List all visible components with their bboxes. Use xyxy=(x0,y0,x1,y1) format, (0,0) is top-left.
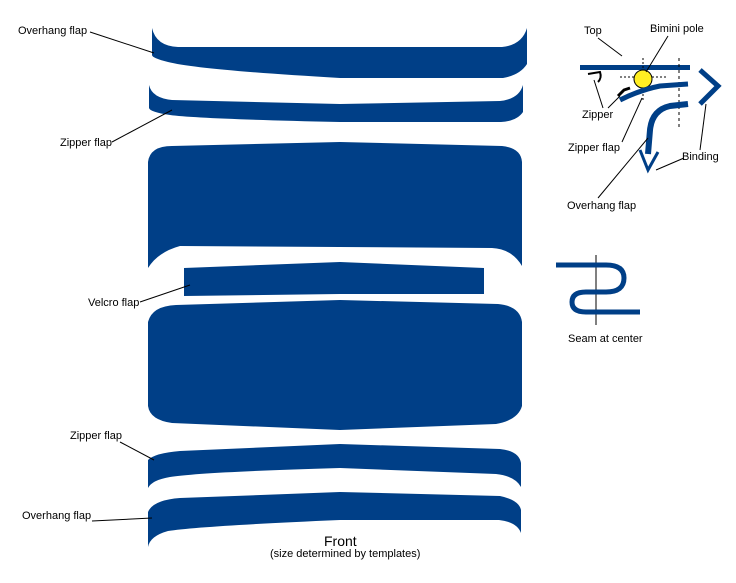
caption-title: Front xyxy=(324,533,357,549)
seam-fabric-path xyxy=(556,262,640,315)
zipper-flap-bottom-piece xyxy=(148,444,521,488)
overhang-flap-top-piece xyxy=(152,28,527,78)
detail-binding xyxy=(698,68,722,106)
main-panel-lower xyxy=(148,300,522,430)
label-velcro-flap: Velcro flap xyxy=(88,297,140,309)
leader-detail-top xyxy=(597,37,623,57)
leader-detail-overhang-flap xyxy=(597,137,649,199)
leader-detail-bimini xyxy=(645,35,669,73)
leader-zipper-top xyxy=(111,109,173,143)
cross-section-detail xyxy=(580,35,722,199)
zipper-left-piece xyxy=(587,70,602,83)
detail-label-binding: Binding xyxy=(682,151,719,163)
label-zipper-flap-top: Zipper flap xyxy=(60,137,112,149)
seam-label: Seam at center xyxy=(568,333,643,345)
leader-overhang-top xyxy=(89,31,155,54)
label-overhang-flap-bottom: Overhang flap xyxy=(22,510,92,522)
detail-overhang-flap xyxy=(645,101,689,155)
main-panel-upper xyxy=(148,142,522,268)
detail-label-zipper-flap: Zipper flap xyxy=(568,142,620,154)
zipper-flap-top-piece xyxy=(149,85,523,122)
detail-label-bimini-pole: Bimini pole xyxy=(650,23,704,35)
label-zipper-flap-bottom: Zipper flap xyxy=(70,430,122,442)
bimini-pole-circle xyxy=(633,69,653,89)
leader-detail-binding-b xyxy=(655,157,685,171)
detail-zipper-flap xyxy=(618,81,689,103)
velcro-flap-piece xyxy=(184,262,484,296)
leader-overhang-bottom xyxy=(91,517,153,522)
zipper-right-piece xyxy=(616,86,631,98)
leader-detail-zipper-b xyxy=(607,95,621,109)
detail-overhang-arrowhead xyxy=(638,149,660,174)
detail-label-top: Top xyxy=(584,25,602,37)
detail-label-overhang-flap: Overhang flap xyxy=(567,200,637,212)
leader-detail-binding xyxy=(699,103,707,151)
label-overhang-flap-top: Overhang flap xyxy=(18,25,88,37)
leader-zipper-bottom xyxy=(119,441,155,461)
caption-subtitle: (size determined by templates) xyxy=(270,548,421,560)
overhang-flap-bottom-piece xyxy=(148,492,521,547)
leader-velcro xyxy=(139,284,191,303)
leader-detail-zipper-flap xyxy=(621,97,643,143)
detail-top-fabric xyxy=(580,65,690,70)
detail-label-zipper: Zipper xyxy=(582,109,614,121)
seam-detail xyxy=(556,255,640,325)
leader-detail-zipper-a xyxy=(593,79,604,109)
